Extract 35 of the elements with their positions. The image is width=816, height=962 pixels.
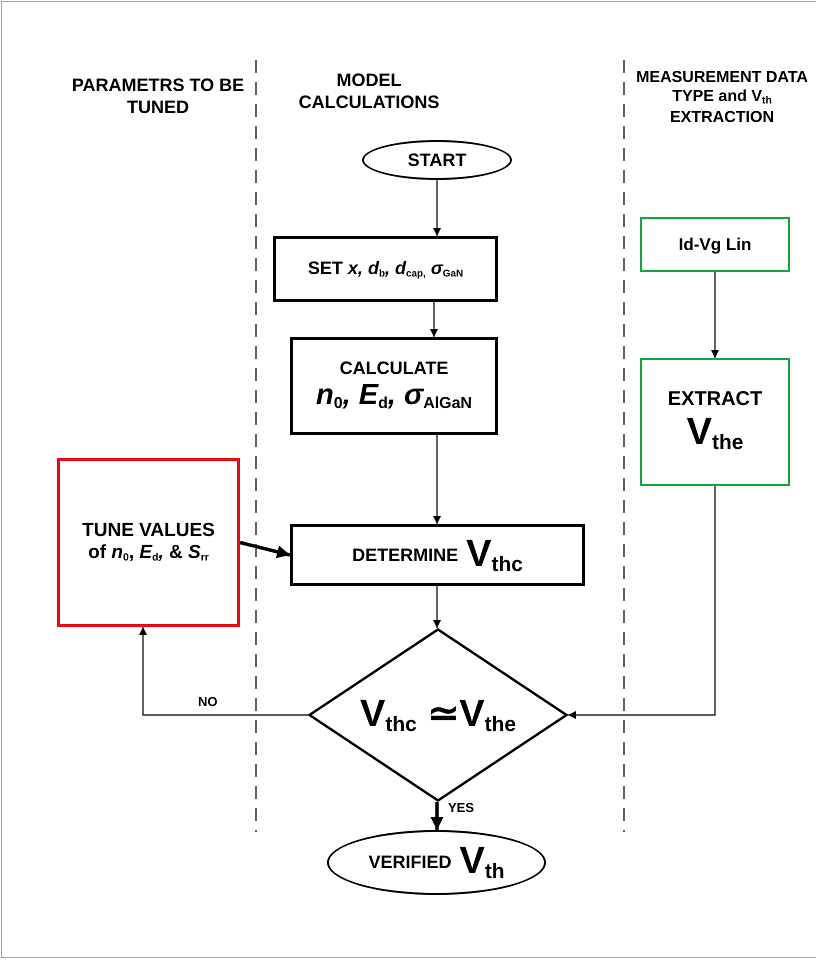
arrow	[711, 272, 719, 358]
node-text: EXTRACT	[668, 388, 762, 412]
node-text: VERIFIED	[368, 852, 452, 873]
data-box	[640, 217, 790, 272]
node-text: V$_{thc}$ ≃V$_{the}$	[360, 692, 516, 738]
lane-heading: MEASUREMENT DATA TYPE and V$_{th}$ EXTRACTION	[635, 68, 809, 128]
node-text: CALCULATE	[340, 358, 448, 380]
arrow	[433, 586, 441, 628]
arrow	[433, 435, 441, 524]
node-text: TUNE VALUES	[82, 520, 215, 542]
arrow	[430, 302, 438, 337]
decision-diamond	[308, 628, 568, 802]
node-text: V$_{thc}$	[466, 532, 523, 578]
edge-label: NO	[196, 694, 220, 709]
node-text: V$_{the}$	[686, 411, 744, 456]
process-box	[640, 358, 790, 486]
node-text: DETERMINE	[352, 544, 458, 566]
process-box	[290, 524, 585, 586]
node-text: SET x, d$_{b}$, d$_{cap,}$ σ$_{GaN}$	[308, 258, 464, 280]
arrow	[430, 802, 444, 830]
arrow	[139, 627, 308, 716]
arrow	[433, 180, 441, 236]
arrow	[240, 540, 290, 558]
node-text: n$_{0}$, E$_{d}$, σ$_{AlGaN}$	[316, 379, 472, 414]
process-box	[290, 337, 498, 435]
lane-heading: MODEL CALCULATIONS	[298, 70, 440, 114]
node-text: V$_{th}$	[459, 840, 505, 885]
arrow	[568, 486, 716, 719]
lane-heading: PARAMETRS TO BE TUNED	[70, 75, 246, 118]
process-box	[273, 236, 498, 302]
node-text: START	[408, 150, 466, 170]
node-text: Id-Vg Lin	[678, 234, 752, 254]
edge-label: YES	[446, 800, 476, 815]
process-box	[57, 458, 240, 627]
node-text: of n$_{0}$, E$_{d}$, & S$_{rr}$	[88, 542, 209, 565]
